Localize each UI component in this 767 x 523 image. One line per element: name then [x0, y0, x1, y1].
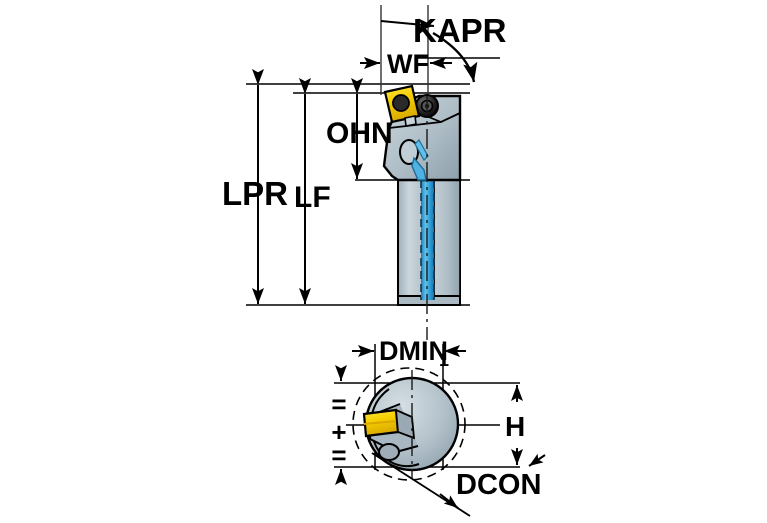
- label-wf: WF: [387, 49, 429, 79]
- cutting-insert: [383, 84, 421, 127]
- label-dmin-subscript: 1: [439, 350, 449, 370]
- dcon-leader-arrow: [439, 493, 459, 509]
- dmin-bore-circle: [352, 367, 466, 481]
- kapr-angle-arc: [432, 31, 478, 83]
- label-kapr: KAPR: [413, 12, 507, 49]
- end-view: [334, 344, 546, 517]
- kapr-top-arrow: [380, 18, 435, 31]
- label-dmin: DMIN: [379, 336, 448, 366]
- insert-hole: [392, 94, 410, 112]
- label-dcon: DCON: [456, 469, 541, 501]
- end-view-insert: [362, 408, 416, 440]
- label-lf: LF: [294, 181, 331, 214]
- end-view-screw-hole: [378, 443, 400, 461]
- dcon-dimension: [371, 452, 546, 517]
- end-view-insert-shim: [394, 408, 416, 440]
- end-view-insert-edge: [363, 420, 399, 425]
- insert-shim: [404, 115, 417, 127]
- label-symmetry-plus: +: [331, 417, 346, 447]
- coolant-nozzle-outlet: [411, 156, 427, 181]
- label-h: H: [505, 411, 525, 442]
- label-lpr: LPR: [222, 175, 288, 212]
- end-view-pocket-curve: [369, 388, 420, 468]
- kapr-dimension: [380, 18, 500, 83]
- label-symmetry-equal-top: =: [331, 389, 346, 419]
- dcon-leader-upper: [528, 453, 546, 467]
- side-view: [246, 5, 500, 340]
- label-ohn: OHN: [326, 117, 393, 150]
- shank-right-face: [433, 179, 461, 306]
- label-symmetry-equal-bottom: =: [331, 440, 346, 470]
- coolant-nozzle-upper: [414, 139, 429, 161]
